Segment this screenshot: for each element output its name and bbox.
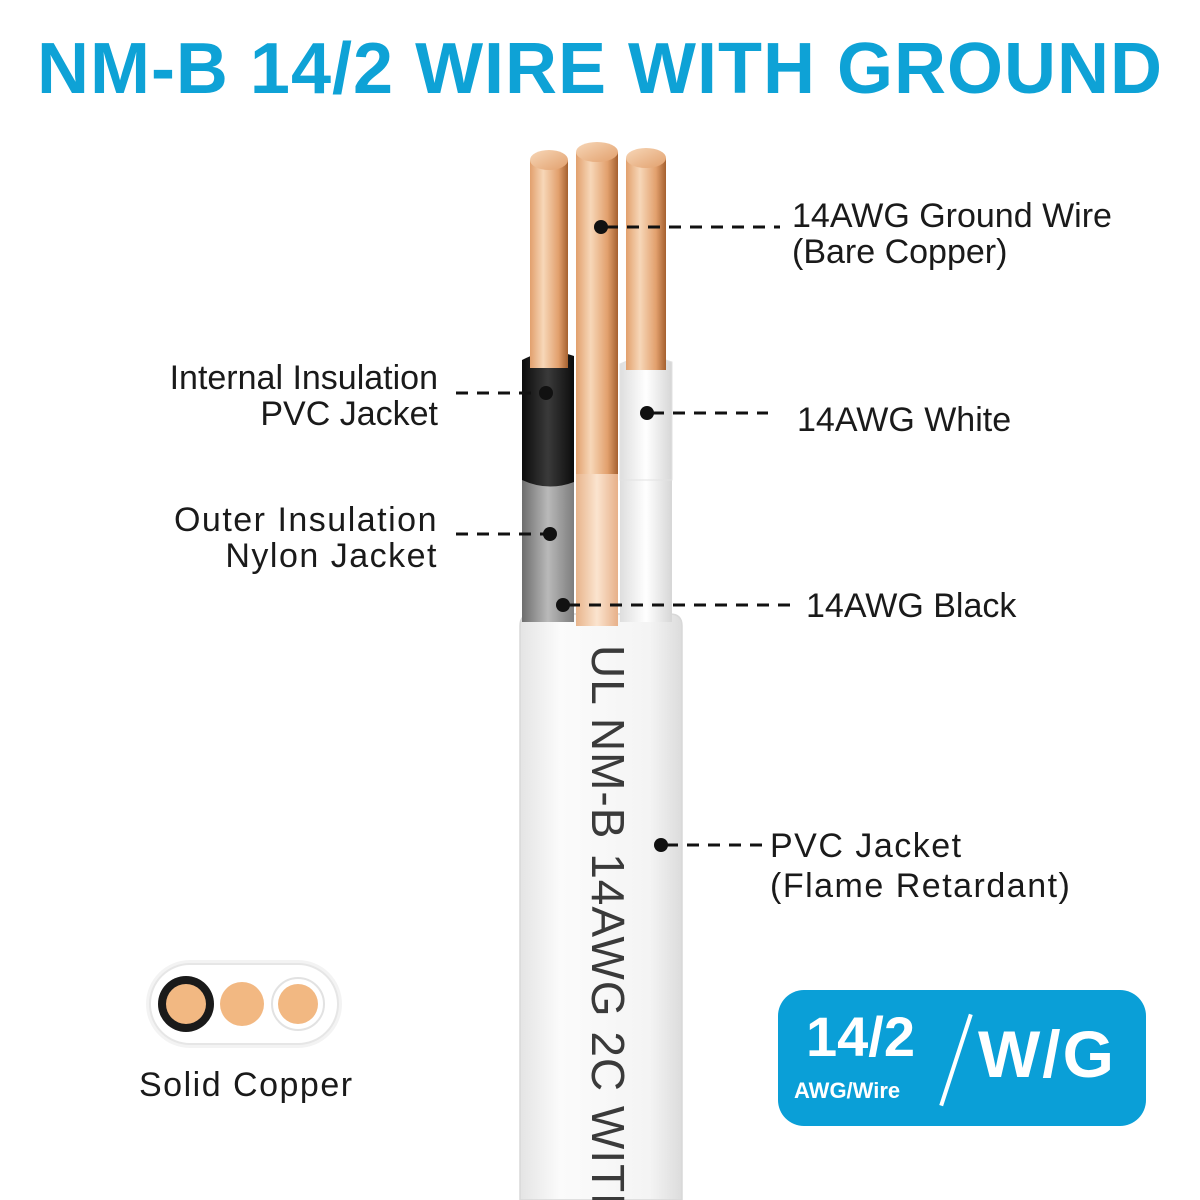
cross-section-icon xyxy=(146,960,342,1048)
black-wire-insulation xyxy=(522,351,574,487)
ground-wire-copper xyxy=(576,152,618,474)
label-white-wire: 14AWG White xyxy=(797,401,1012,439)
label-cross-section: Solid Copper xyxy=(139,1066,354,1104)
label-internal-insulation: Internal Insulation PVC Jacket xyxy=(169,359,438,433)
ground-wire-copper-cap xyxy=(576,142,618,162)
dot-pvc xyxy=(654,838,668,852)
ground-wire-lower xyxy=(576,470,618,626)
badge-type: W/G xyxy=(978,1017,1116,1091)
badge-unit: AWG/Wire xyxy=(794,1078,901,1103)
black-wire-nylon-jacket xyxy=(522,478,574,622)
label-outer-insulation: Outer Insulation Nylon Jacket xyxy=(173,501,438,575)
white-wire-jacket xyxy=(620,476,672,622)
cross-section-ground xyxy=(220,982,264,1026)
black-wire-copper xyxy=(530,160,568,368)
size-badge: 14/2 AWG/Wire W/G xyxy=(778,990,1146,1126)
dot-white xyxy=(640,406,654,420)
label-ground-wire: 14AWG Ground Wire (Bare Copper) xyxy=(792,197,1112,271)
label-pvc-jacket: PVC Jacket (Flame Retardant) xyxy=(770,827,1072,905)
white-wire-copper xyxy=(626,158,666,370)
badge-size: 14/2 xyxy=(806,1005,915,1068)
dot-internal xyxy=(539,386,553,400)
white-wire-copper-cap xyxy=(626,148,666,168)
cable-print-text: UL NM-B 14AWG 2C WITH xyxy=(582,645,634,1200)
badge-divider xyxy=(939,1013,973,1107)
dot-black xyxy=(556,598,570,612)
dot-outer xyxy=(543,527,557,541)
label-black-wire: 14AWG Black xyxy=(806,587,1017,625)
black-wire-copper-cap xyxy=(530,150,568,170)
dot-ground xyxy=(594,220,608,234)
page-title: NM-B 14/2 WIRE WITH GROUND xyxy=(36,29,1163,109)
